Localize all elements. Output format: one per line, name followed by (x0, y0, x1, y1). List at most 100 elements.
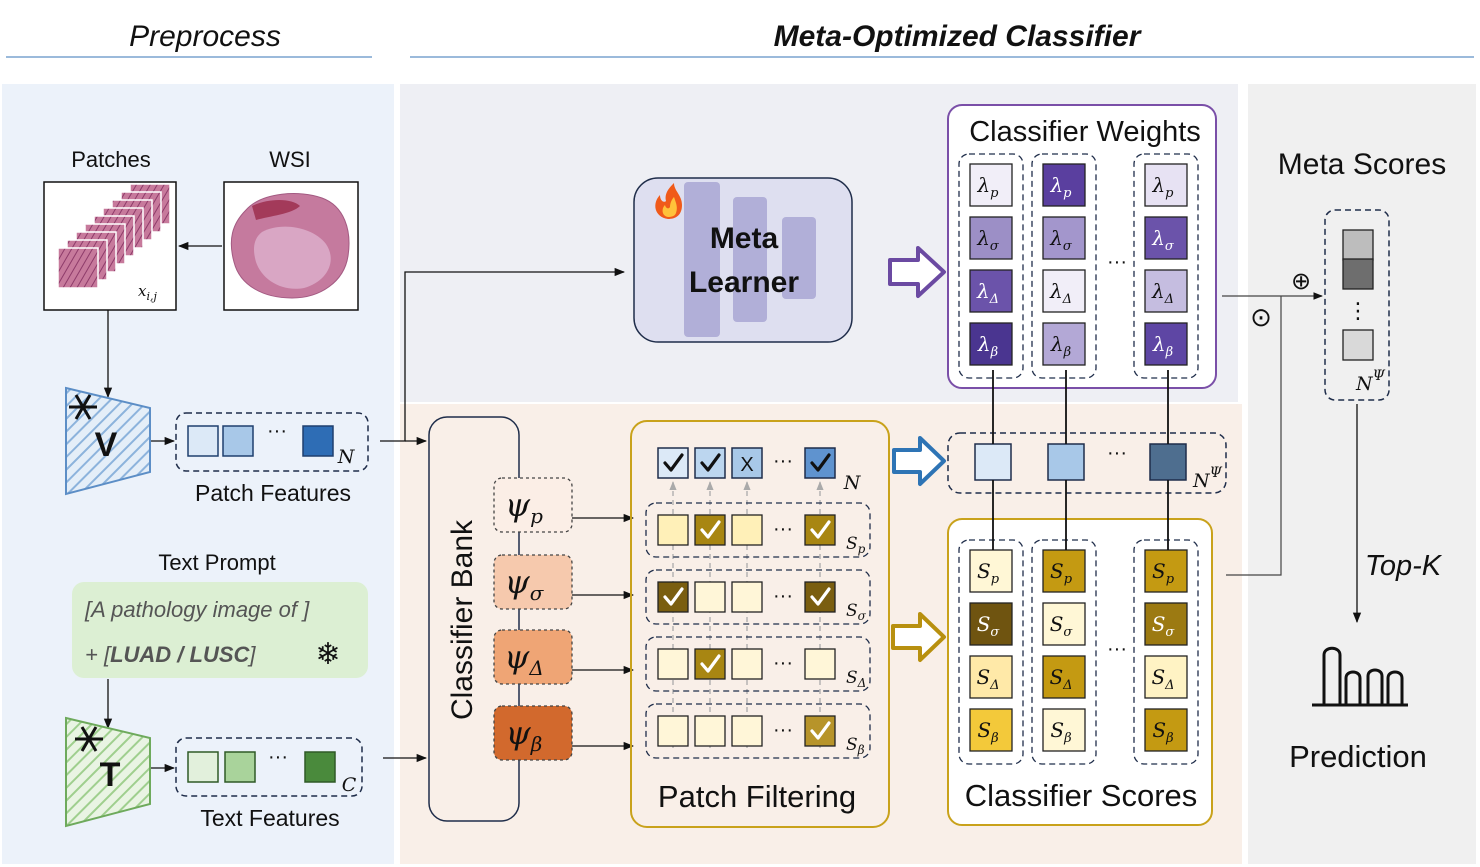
patch-feature-cell (302, 425, 334, 457)
text-feature-cell (304, 751, 336, 783)
meta-learner: Meta Learner (633, 177, 853, 343)
column-cell (969, 322, 1013, 366)
filter-score-cell (804, 715, 836, 747)
column-cell-label: Sp (1050, 559, 1073, 587)
meta-scores-box (1324, 209, 1390, 401)
column-cell (969, 708, 1013, 752)
combined-feature-cell (974, 443, 1012, 481)
classifier-scores-label: Classifier Scores (965, 778, 1198, 813)
combined-features-count: NΨ (1192, 465, 1223, 492)
filter-score-cell (694, 514, 726, 546)
column-cell-label: Sσ (977, 612, 1001, 640)
column-cell (1144, 163, 1188, 207)
column-cell (1042, 322, 1086, 366)
column-cell (969, 269, 1013, 313)
text-encoder: T (65, 716, 151, 828)
filter-score-row (645, 636, 871, 692)
snowflake-icon (75, 726, 103, 752)
text-features-cells (187, 751, 336, 783)
meta-learner-line1: Meta (710, 222, 779, 255)
combined-features-cells (974, 443, 1187, 481)
column-cell (1144, 602, 1188, 646)
combined-feature-cell (1047, 443, 1085, 481)
check-icon (810, 587, 831, 606)
filter-score-cell (657, 581, 689, 613)
column-cell-label: Sp (1152, 559, 1175, 587)
column-cell (1042, 655, 1086, 699)
text-feature-cell (187, 751, 219, 783)
column-cell (1042, 163, 1086, 207)
column-cell (969, 163, 1013, 207)
column-cell-label: Sp (977, 559, 1000, 587)
meta-scores-count: NΨ (1355, 368, 1386, 395)
classifier-bank-psi: ψp ψσ ψΔ ψβ (493, 477, 635, 761)
meta-score-cell-1 (1342, 229, 1374, 261)
vision-encoder: V (65, 386, 151, 496)
filter-score-cell (694, 648, 726, 680)
plus-operator-icon: ⊕ (1291, 268, 1311, 295)
text-encoder-label: T (100, 756, 121, 794)
patch-filtering-label: Patch Filtering (658, 779, 856, 814)
patch-feature-cell (187, 425, 219, 457)
classifier-bank-label: Classifier Bank (446, 519, 479, 720)
filter-top-dots: ··· (773, 450, 793, 472)
patch-features-label: Patch Features (195, 480, 351, 506)
column-cell (1144, 655, 1188, 699)
preprocess-header: Preprocess (129, 20, 281, 53)
column-cell (969, 655, 1013, 699)
psi-label: ψΔ (504, 638, 544, 680)
text-prompt-frozen-icon: ❄ (315, 638, 340, 671)
filtered-patch-cell (694, 447, 726, 479)
filter-row-dots: ··· (773, 585, 793, 607)
text-feature-cell (224, 751, 256, 783)
combined-feature-cell (1149, 443, 1187, 481)
column-dots: ··· (1107, 251, 1127, 273)
column-dashed-box (1031, 153, 1097, 379)
column-cell-label: λp (976, 173, 999, 201)
filter-score-row (645, 703, 871, 759)
combined-features-dots: ··· (1107, 442, 1127, 464)
text-prompt-line2: + [LUAD / LUSC] (85, 642, 256, 667)
column-cell-label: Sβ (1050, 718, 1071, 746)
column-cell (1144, 269, 1188, 313)
check-icon (700, 520, 721, 539)
dot-operator-icon: ⊙ (1250, 302, 1272, 332)
meta-scores-dots: ⋮ (1347, 298, 1369, 323)
filter-score-cell (694, 715, 726, 747)
wsi-image (223, 181, 359, 311)
column-cell-label: λσ (976, 226, 1000, 254)
meta-learner-to-weights-arrow (888, 246, 946, 298)
filter-score-cell (657, 715, 689, 747)
snowflake-icon (69, 394, 97, 420)
column-cell-label: Sβ (1152, 718, 1173, 746)
filter-score-cell (731, 514, 763, 546)
column-connectors (992, 370, 1169, 550)
psi-label: ψp (505, 486, 543, 528)
features-to-combined-arrow (892, 436, 946, 486)
patch-index-label: xi,j (138, 282, 157, 303)
meta-learner-layer-1 (684, 182, 720, 337)
patch-features-box (175, 412, 369, 472)
column-dashed-box (1031, 539, 1097, 765)
column-cell-label: Sβ (977, 718, 998, 746)
column-cell-label: λp (1049, 173, 1072, 201)
filter-score-row (645, 502, 871, 558)
prediction-label: Prediction (1289, 739, 1427, 774)
column-cell-label: SΔ (976, 665, 999, 693)
meta-learner-layer-3 (782, 217, 816, 299)
column-cell (1042, 708, 1086, 752)
column-dashed-box (958, 539, 1024, 765)
column-dashed-box (958, 153, 1024, 379)
text-features-label: Text Features (200, 805, 339, 831)
psi-label: ψβ (506, 714, 543, 756)
text-prompt-box (72, 582, 368, 678)
check-icon (810, 453, 831, 472)
meta-classifier-header: Meta-Optimized Classifier (774, 20, 1143, 53)
psi-label: ψσ (505, 563, 545, 605)
features-to-meta-learner-arrow (380, 267, 626, 442)
filter-row-dots: ··· (773, 652, 793, 674)
patch-filtering-box (630, 420, 890, 828)
wsi-label: WSI (269, 147, 311, 172)
